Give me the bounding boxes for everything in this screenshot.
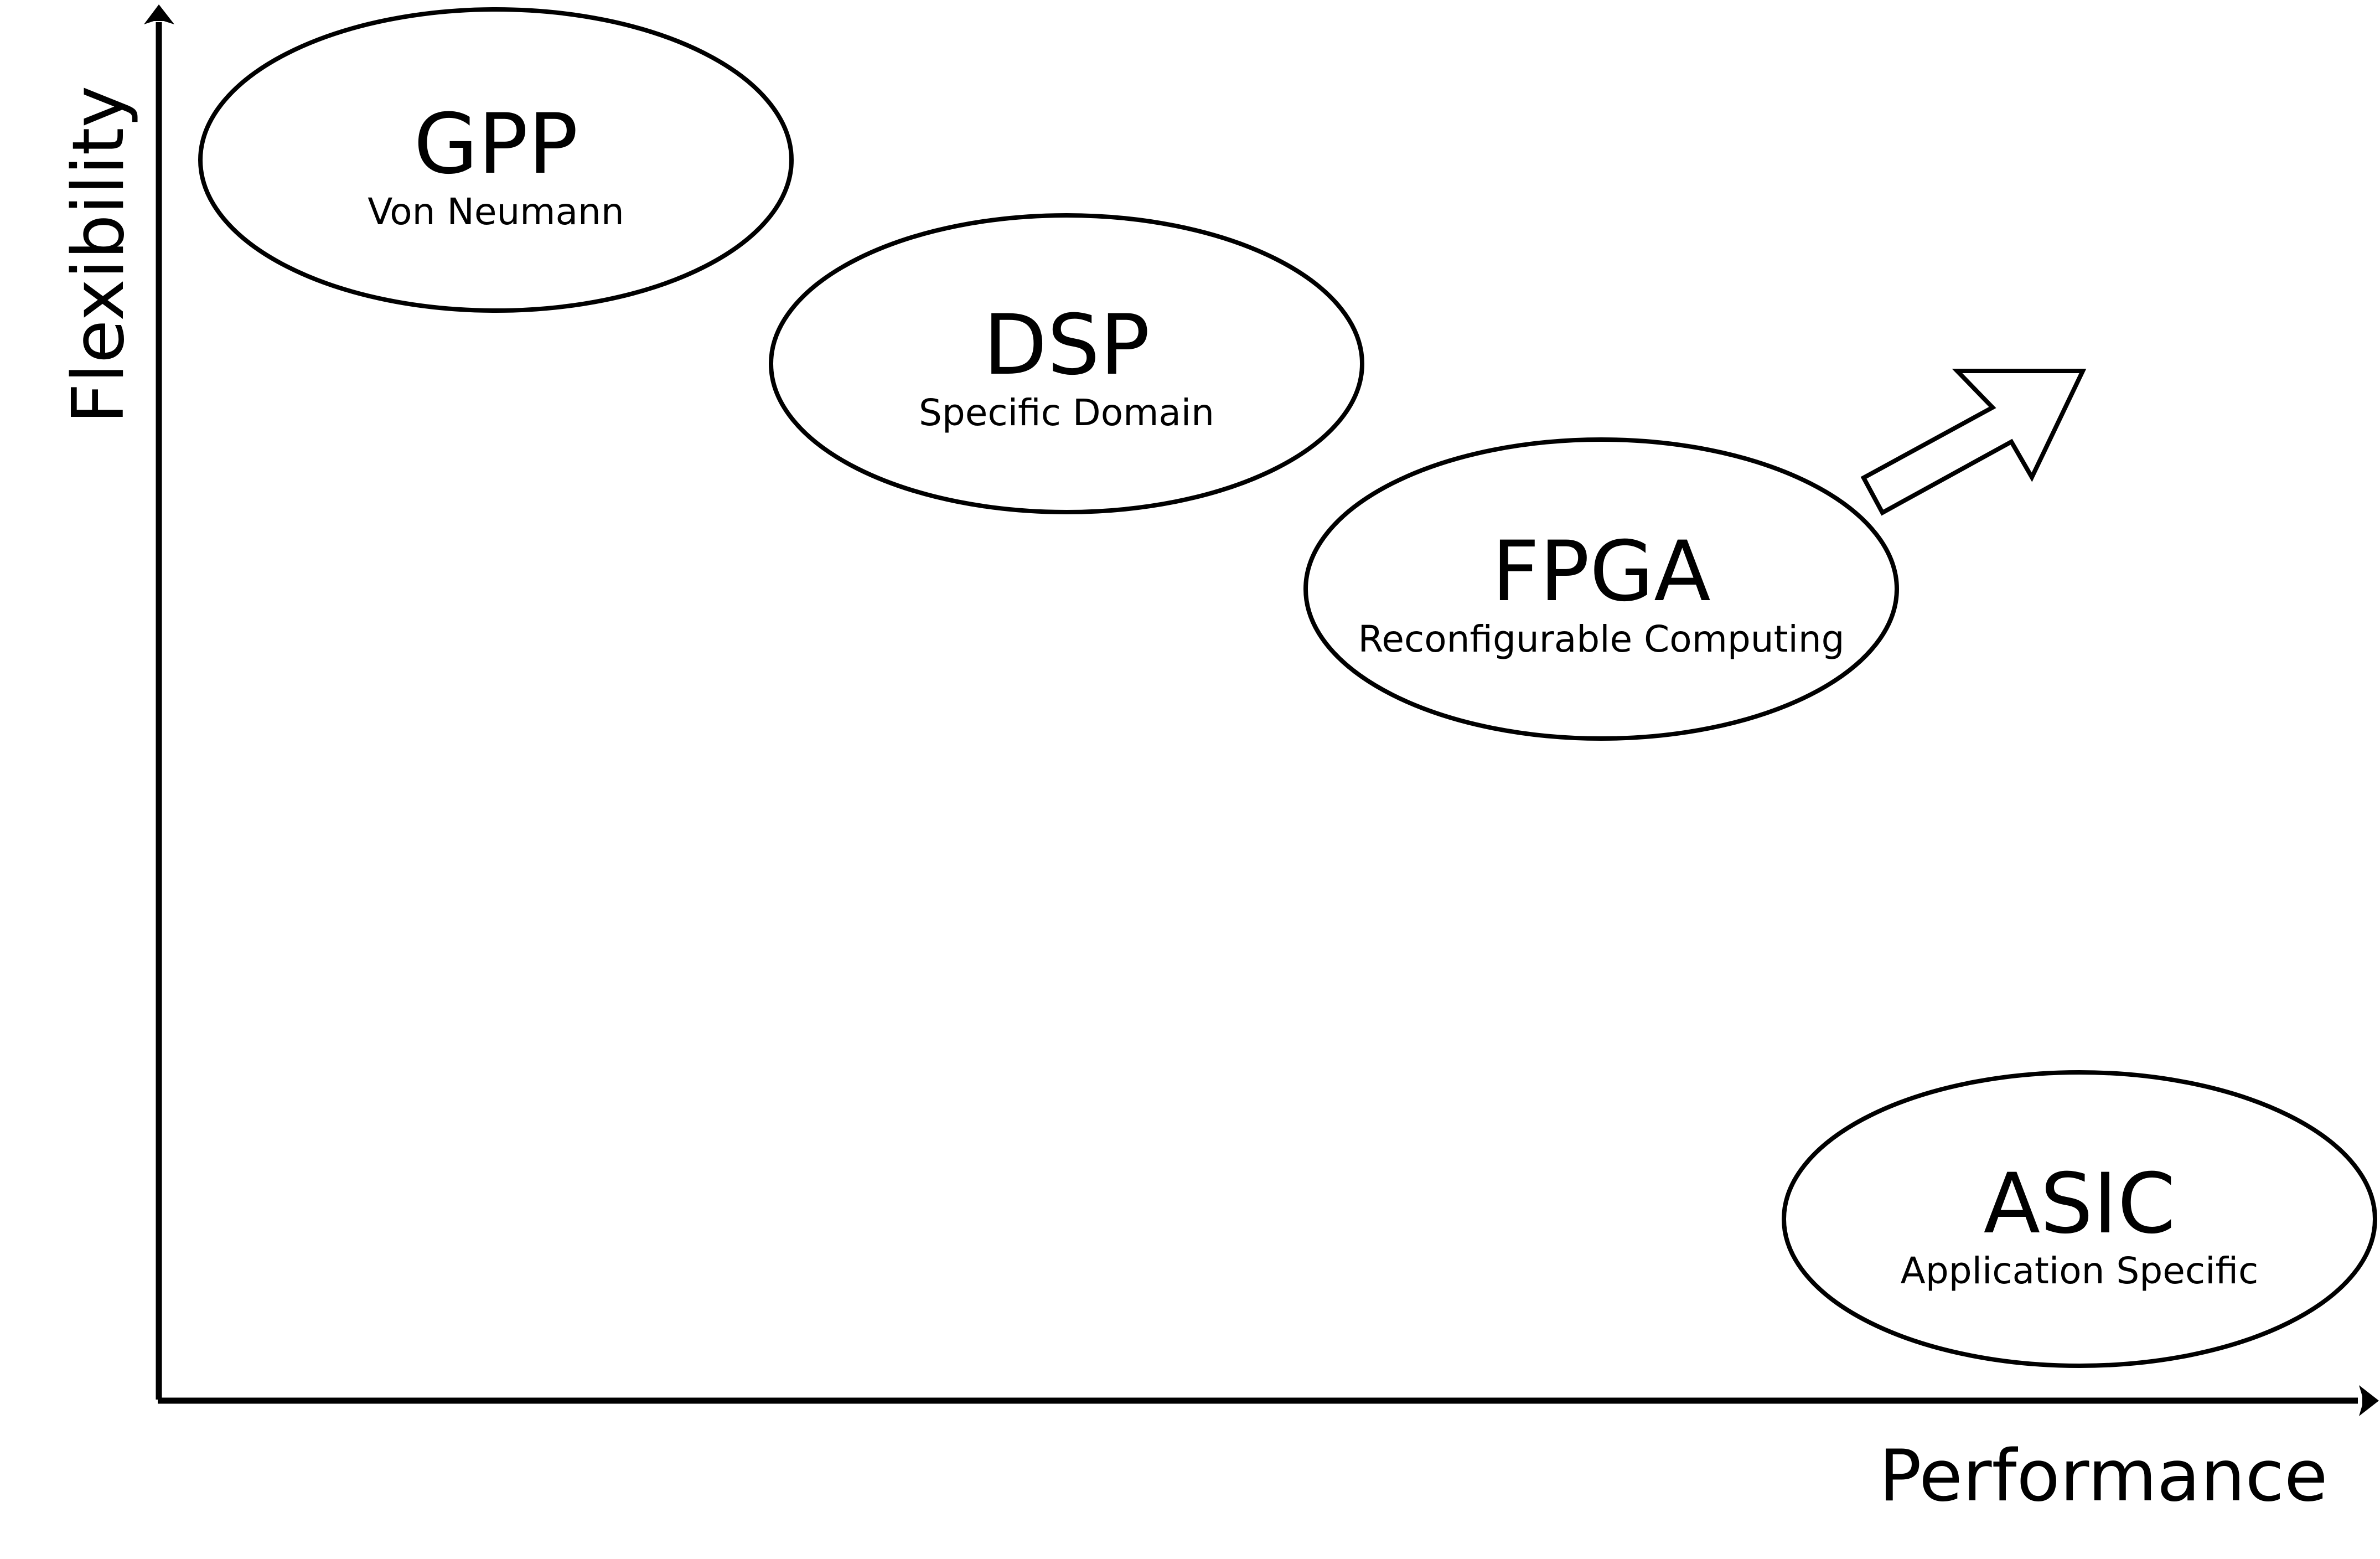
- asic-ellipse: [1782, 1070, 2377, 1368]
- y-axis: [144, 4, 174, 1400]
- dsp-ellipse: [769, 213, 1364, 514]
- node-asic: ASIC Application Specific: [1782, 1070, 2377, 1368]
- gpp-subtitle: Von Neumann: [368, 190, 624, 233]
- node-gpp: GPP Von Neumann: [198, 7, 794, 313]
- y-axis-arrowhead-icon: [144, 4, 174, 24]
- x-axis: [158, 1385, 2379, 1416]
- x-axis-arrowhead-icon: [2359, 1385, 2379, 1416]
- fpga-title: FPGA: [1492, 524, 1711, 620]
- fpga-ellipse: [1303, 437, 1899, 741]
- node-dsp: DSP Specific Domain: [769, 213, 1364, 514]
- asic-subtitle: Application Specific: [1901, 1250, 2259, 1292]
- fpga-subtitle: Reconfigurable Computing: [1358, 618, 1844, 660]
- y-axis-label: Flexibility: [58, 86, 140, 424]
- node-fpga: FPGA Reconfigurable Computing: [1303, 437, 1899, 741]
- x-axis-label: Performance: [1879, 1435, 2327, 1517]
- dsp-title: DSP: [983, 297, 1150, 394]
- dsp-subtitle: Specific Domain: [919, 391, 1214, 434]
- asic-title: ASIC: [1984, 1156, 2176, 1252]
- gpp-title: GPP: [413, 96, 578, 193]
- trend-arrow-icon: [1860, 369, 2087, 516]
- gpp-ellipse: [198, 7, 794, 313]
